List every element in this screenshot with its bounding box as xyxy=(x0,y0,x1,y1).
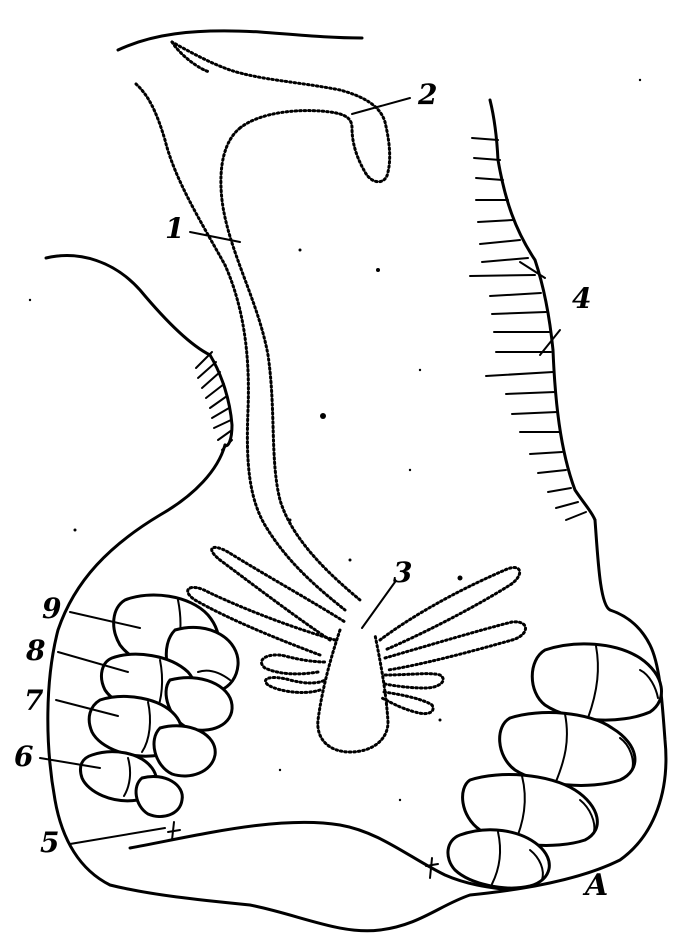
label-2: 2 xyxy=(417,78,437,111)
right-wall-teeth xyxy=(470,138,586,520)
label-4: 4 xyxy=(572,282,591,315)
left-neck-ridges xyxy=(196,352,232,450)
label-8: 8 xyxy=(25,634,45,667)
label-7: 7 xyxy=(24,684,44,717)
panel-label-a: A xyxy=(582,868,608,903)
duct-outer-outline xyxy=(136,84,345,610)
left-cell-cluster xyxy=(80,595,238,816)
label-5: 5 xyxy=(40,826,59,859)
duct-inner-outline xyxy=(221,128,360,600)
radiating-tubules xyxy=(188,547,526,752)
label-3: 3 xyxy=(393,556,412,589)
label-9: 9 xyxy=(42,592,61,625)
top-boundary-line xyxy=(118,31,362,50)
label-1: 1 xyxy=(165,212,184,245)
tick-mark-right xyxy=(426,858,438,878)
left-upper-wall xyxy=(46,256,210,355)
label-6: 6 xyxy=(14,740,33,773)
